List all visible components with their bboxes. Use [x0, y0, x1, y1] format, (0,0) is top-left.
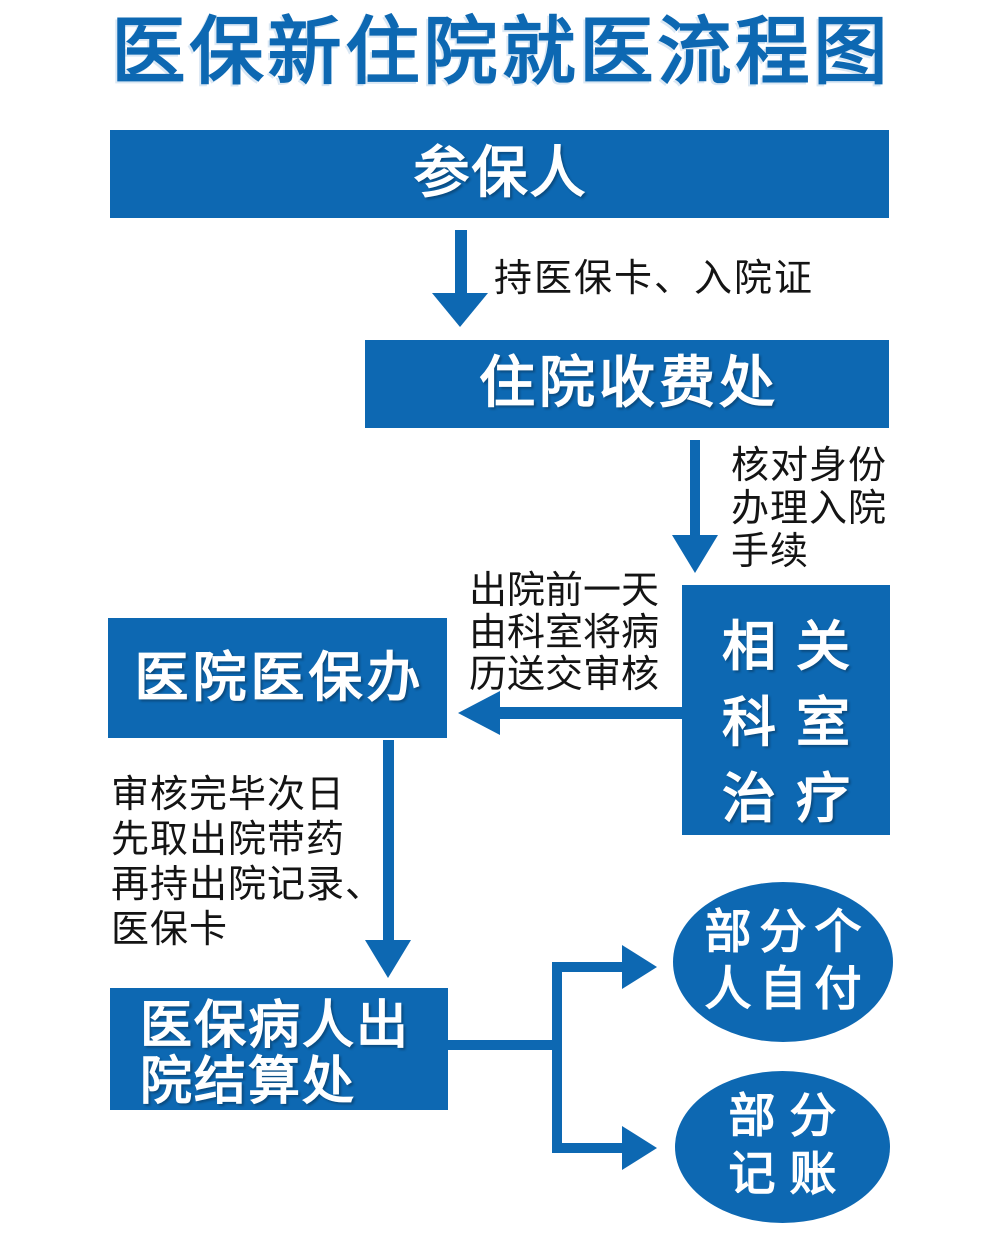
connector-stub	[448, 1040, 557, 1050]
edge-label-line: 办理入院	[731, 486, 888, 530]
edge-label-line: 核对身份	[731, 443, 888, 487]
arrow-office-to-settlement-shaft	[383, 740, 394, 940]
arrow-dept-to-office-shaft	[497, 707, 682, 719]
node-settlement-office-line: 院结算处	[140, 1052, 357, 1112]
edge-label-line: 手续	[731, 529, 810, 573]
node-partial-on-account: 部分 记账	[675, 1071, 890, 1223]
edge-label-office-to-settlement: 审核完毕次日 先取出院带药 再持出院记录、 医保卡	[111, 772, 384, 952]
arrow-insured-to-fee-shaft	[455, 230, 467, 294]
node-partial-self-pay-line: 人自付	[704, 962, 870, 1017]
edge-label-line: 由科室将病	[469, 610, 660, 654]
node-insurance-office-label: 医院医保办	[134, 646, 425, 709]
edge-label-line: 审核完毕次日	[111, 772, 346, 816]
node-related-dept: 相关 科室 治疗	[682, 585, 890, 835]
node-insured: 参保人	[110, 130, 889, 218]
arrow-fee-to-dept-shaft	[690, 440, 700, 535]
node-insured-label: 参保人	[413, 141, 588, 206]
edge-label-line: 历送交审核	[469, 652, 660, 696]
arrow-insured-to-fee-head	[432, 293, 488, 327]
edge-label-dept-to-office: 出院前一天 由科室将病 历送交审核	[469, 569, 659, 695]
edge-label-line: 出院前一天	[469, 568, 660, 612]
node-fee-office: 住院收费处	[365, 340, 889, 428]
node-fee-office-label: 住院收费处	[479, 351, 779, 416]
edge-label-insured-to-fee: 持医保卡、入院证	[494, 256, 815, 300]
node-related-dept-line: 科室	[722, 691, 870, 754]
connector-branch-top	[552, 962, 622, 972]
node-settlement-office-line: 医保病人出	[140, 996, 411, 1056]
node-partial-self-pay: 部分个 人自付	[673, 882, 893, 1042]
edge-label-line: 再持出院记录、	[111, 862, 385, 906]
arrow-to-self-pay-head	[622, 945, 657, 989]
node-partial-on-account-line: 记账	[728, 1147, 851, 1202]
page-title: 医保新住院就医流程图	[111, 9, 892, 95]
node-partial-self-pay-line: 部分个	[704, 905, 870, 960]
arrow-office-to-settlement-head	[365, 940, 411, 978]
node-settlement-office: 医保病人出 院结算处	[110, 988, 448, 1110]
node-partial-on-account-line: 部分	[728, 1089, 851, 1144]
arrow-dept-to-office-head	[458, 691, 500, 735]
edge-label-fee-to-dept: 核对身份 办理入院 手续	[731, 444, 887, 573]
arrow-fee-to-dept-head	[672, 535, 718, 573]
node-related-dept-line: 相关	[722, 615, 870, 678]
node-related-dept-line: 治疗	[722, 767, 870, 830]
connector-vertical	[552, 962, 562, 1153]
arrow-to-on-account-head	[622, 1126, 657, 1170]
connector-branch-bottom	[552, 1143, 622, 1153]
edge-label-line: 先取出院带药	[111, 817, 346, 861]
edge-label-line: 医保卡	[111, 907, 229, 951]
node-insurance-office: 医院医保办	[108, 618, 447, 738]
